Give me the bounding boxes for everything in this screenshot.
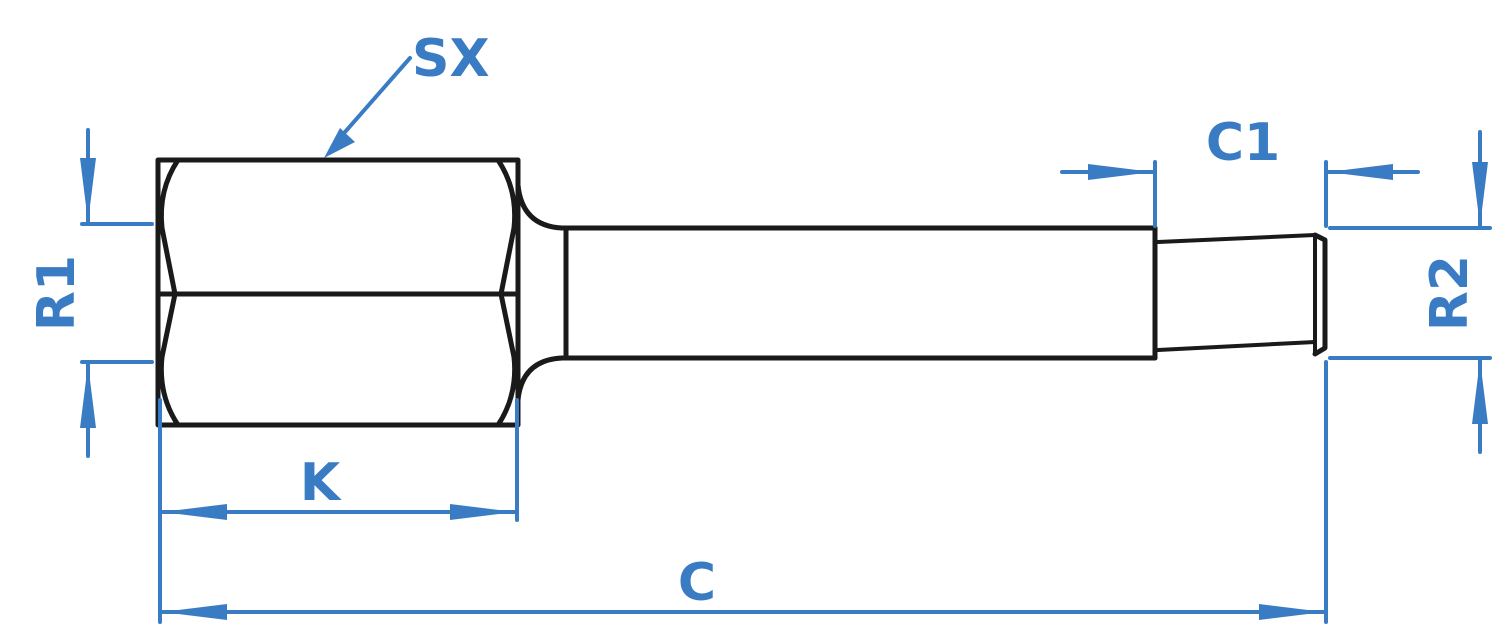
k-arrow-left (162, 504, 227, 520)
r2-arrow-bottom (1472, 360, 1488, 424)
c1-label: C1 (1206, 113, 1280, 173)
r1-arrow-bottom (80, 364, 96, 428)
sx-leader: SX (324, 29, 490, 158)
c1-arrow-right (1328, 164, 1393, 180)
neck-fillet-top (515, 182, 565, 231)
hex-head-chamfer-tr (495, 157, 518, 231)
hex-head-chamfer-bl (158, 354, 181, 428)
r1-arrow-top (80, 158, 96, 222)
hex-head-face-left (159, 225, 178, 360)
k-label: K (300, 453, 342, 513)
c-arrow-right (1259, 604, 1324, 620)
thread-top-edge (1156, 233, 1317, 244)
k-arrow-right (450, 504, 515, 520)
c-arrow-left (162, 604, 227, 620)
r2-label: R2 (1420, 255, 1480, 331)
hex-head-face-right (498, 225, 517, 360)
r2-dimension: R2 (1328, 130, 1492, 454)
hex-head-chamfer-br (495, 354, 518, 428)
c1-dimension: C1 (1060, 113, 1420, 228)
c-dimension: C (158, 360, 1328, 624)
r1-dimension: R1 (27, 128, 154, 458)
sx-leader-line (336, 56, 412, 142)
neck-fillet-bottom (515, 355, 565, 403)
part-outline (155, 157, 1328, 428)
thread-tip (1312, 232, 1328, 357)
hex-head-chamfer-tl (158, 157, 181, 231)
r1-label: R1 (27, 255, 87, 331)
c-label: C (678, 553, 716, 613)
shank (559, 225, 1158, 361)
r2-arrow-top (1472, 162, 1488, 226)
k-dimension: K (158, 398, 519, 522)
c1-arrow-left (1088, 164, 1153, 180)
thread-bottom-edge (1156, 340, 1317, 352)
threaded-end (1152, 225, 1328, 361)
sx-leader-arrow (324, 128, 355, 158)
sx-label: SX (412, 29, 490, 89)
hex-head (155, 157, 521, 428)
